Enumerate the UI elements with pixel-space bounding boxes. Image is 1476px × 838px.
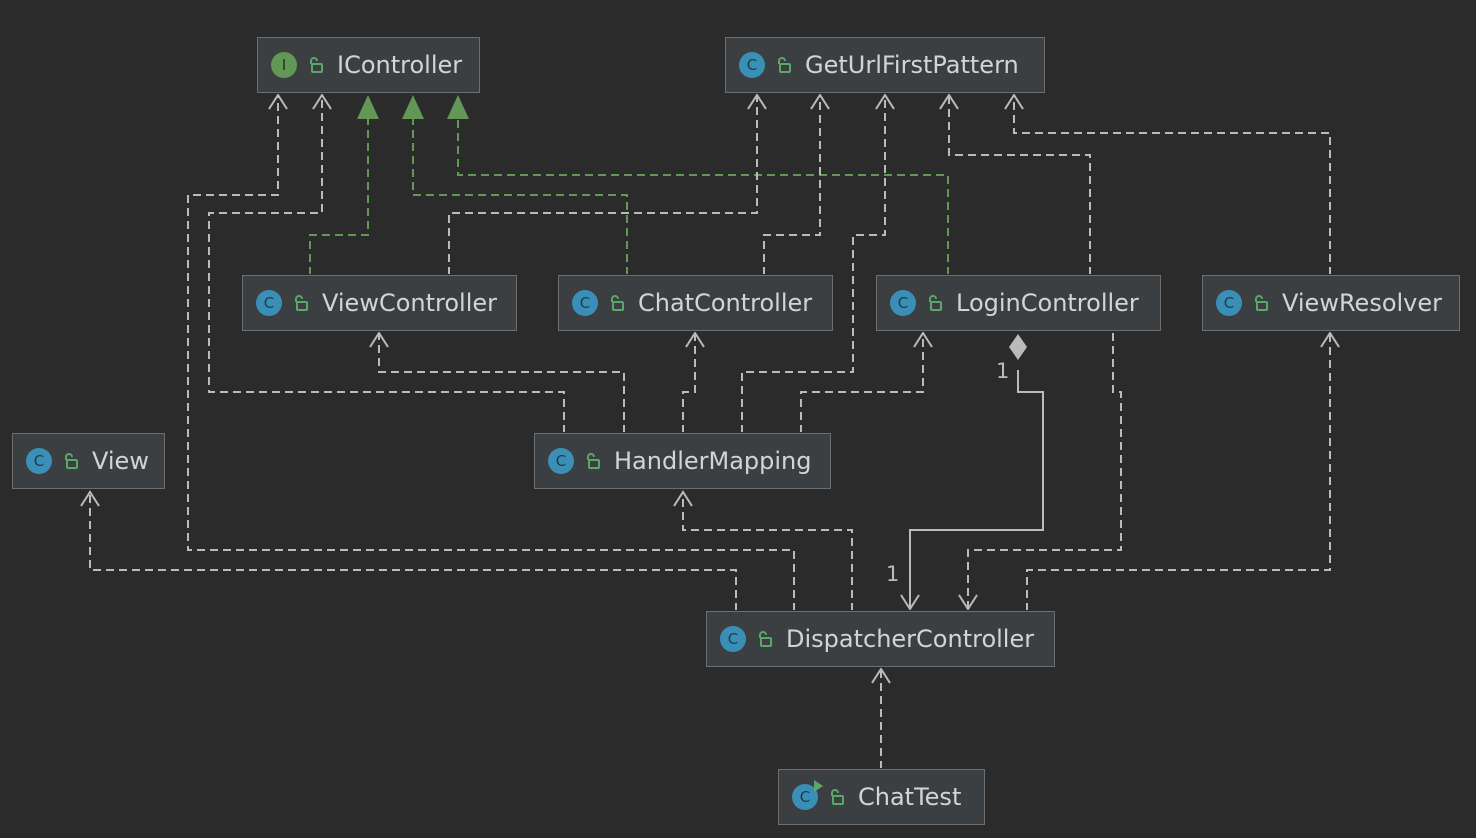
node-label: ViewController bbox=[322, 289, 498, 317]
node-label: DispatcherController bbox=[786, 625, 1035, 653]
public-access-icon bbox=[828, 788, 846, 806]
open-arrowhead bbox=[871, 667, 891, 684]
public-access-icon bbox=[608, 294, 626, 312]
node-handlermapping[interactable]: C HandlerMapping bbox=[534, 433, 831, 489]
open-arrowhead bbox=[312, 93, 332, 110]
open-arrowhead bbox=[810, 93, 830, 110]
edge-chatcontroller-implements-icontroller bbox=[412, 118, 628, 275]
edge-logincontroller-composition-dispatcher bbox=[909, 370, 1044, 609]
edge-viewcontroller-geturl bbox=[448, 95, 758, 275]
node-label: GetUrlFirstPattern bbox=[805, 51, 1019, 79]
open-arrowhead bbox=[1004, 93, 1024, 110]
edge-handlermapping-icontroller bbox=[208, 95, 565, 433]
run-arrow-icon bbox=[814, 780, 823, 792]
class-icon: C bbox=[720, 626, 746, 652]
open-arrowhead bbox=[875, 93, 895, 110]
open-arrowhead bbox=[958, 594, 978, 611]
public-access-icon bbox=[307, 56, 325, 74]
node-label: LoginController bbox=[956, 289, 1139, 317]
node-viewcontroller[interactable]: C ViewController bbox=[242, 275, 517, 331]
public-access-icon bbox=[775, 56, 793, 74]
node-chatcontroller[interactable]: C ChatController bbox=[558, 275, 833, 331]
node-logincontroller[interactable]: C LoginController bbox=[876, 275, 1161, 331]
edge-logincontroller-implements-icontroller bbox=[457, 118, 949, 275]
edge-handlermapping-viewcontroller bbox=[378, 333, 625, 433]
edge-dispatcher-handlermapping bbox=[682, 492, 853, 611]
node-icontroller[interactable]: I IController bbox=[257, 37, 480, 93]
inheritance-triangle bbox=[357, 95, 379, 119]
edge-viewcontroller-implements-icontroller bbox=[309, 118, 369, 275]
open-arrowhead bbox=[80, 490, 100, 507]
node-label: View bbox=[92, 447, 149, 475]
open-arrowhead bbox=[939, 93, 959, 110]
edge-viewresolver-geturl bbox=[1013, 95, 1331, 275]
open-arrowhead bbox=[268, 93, 288, 110]
public-access-icon bbox=[926, 294, 944, 312]
interface-icon: I bbox=[271, 52, 297, 78]
class-icon: C bbox=[26, 448, 52, 474]
node-dispatchercontroller[interactable]: C DispatcherController bbox=[706, 611, 1055, 667]
runnable-class-icon: C bbox=[792, 780, 823, 810]
public-access-icon bbox=[1252, 294, 1270, 312]
open-arrowhead bbox=[913, 331, 933, 348]
class-icon: C bbox=[256, 290, 282, 316]
edge-logincontroller-dispatcher bbox=[967, 333, 1122, 609]
public-access-icon bbox=[756, 630, 774, 648]
inheritance-triangle bbox=[402, 95, 424, 119]
class-icon: C bbox=[890, 290, 916, 316]
multiplicity-source-label: 1 bbox=[996, 359, 1010, 383]
node-geturlfirstpattern[interactable]: C GetUrlFirstPattern bbox=[725, 37, 1045, 93]
edge-dispatcher-icontroller bbox=[187, 95, 795, 611]
composition-diamond bbox=[1009, 334, 1027, 360]
node-viewresolver[interactable]: C ViewResolver bbox=[1202, 275, 1460, 331]
node-label: ViewResolver bbox=[1282, 289, 1443, 317]
node-chattest[interactable]: C ChatTest bbox=[778, 769, 985, 825]
edge-dispatcher-viewresolver bbox=[1026, 333, 1331, 611]
edge-handlermapping-chatcontroller bbox=[682, 333, 696, 433]
class-letter: C bbox=[799, 788, 811, 806]
class-icon: C bbox=[739, 52, 765, 78]
open-arrowhead bbox=[685, 331, 705, 348]
edge-dispatcher-view bbox=[89, 492, 737, 611]
node-label: HandlerMapping bbox=[614, 447, 812, 475]
public-access-icon bbox=[584, 452, 602, 470]
open-arrowhead bbox=[1320, 331, 1340, 348]
inheritance-triangle bbox=[447, 95, 469, 119]
node-label: ChatTest bbox=[858, 783, 962, 811]
edge-handlermapping-geturl bbox=[741, 95, 886, 433]
open-arrowhead bbox=[673, 490, 693, 507]
node-label: IController bbox=[337, 51, 463, 79]
edge-logincontroller-geturl bbox=[948, 95, 1091, 275]
open-arrowhead bbox=[747, 93, 767, 110]
open-arrowhead bbox=[900, 594, 920, 611]
node-label: ChatController bbox=[638, 289, 813, 317]
open-arrowhead bbox=[369, 331, 389, 348]
public-access-icon bbox=[292, 294, 310, 312]
multiplicity-target-label: 1 bbox=[886, 562, 900, 586]
class-icon: C bbox=[548, 448, 574, 474]
edge-chatcontroller-geturl bbox=[763, 95, 821, 275]
class-icon: C bbox=[572, 290, 598, 316]
class-icon: C bbox=[1216, 290, 1242, 316]
public-access-icon bbox=[62, 452, 80, 470]
node-view[interactable]: C View bbox=[12, 433, 165, 489]
edge-handlermapping-logincontroller bbox=[800, 333, 924, 433]
edges-layer bbox=[80, 93, 1340, 769]
